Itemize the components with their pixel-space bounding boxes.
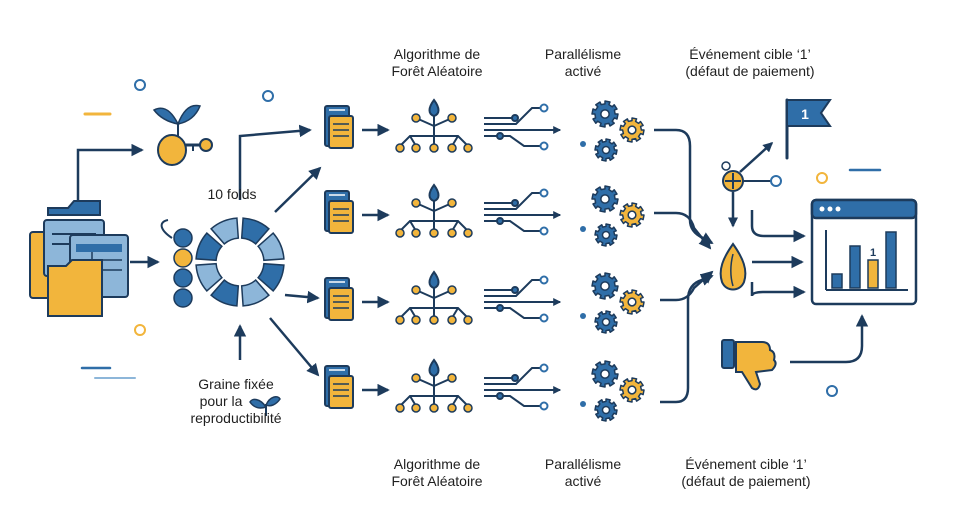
pipeline-row xyxy=(324,358,645,422)
parallelism-label-bottom: Parallélisme activé xyxy=(528,456,638,490)
pipeline-rows xyxy=(324,98,645,422)
arrows-merge xyxy=(654,128,714,404)
decision-tree-icon xyxy=(395,358,473,413)
gear-icon xyxy=(594,310,618,334)
event-label-bottom-line1: Événement cible ‘1’ xyxy=(685,456,807,472)
event-label-top-line2: (défaut de paiement) xyxy=(685,63,815,79)
parallelism-label-top-line1: Parallélisme xyxy=(544,46,622,62)
flag-number: 1 xyxy=(801,106,809,122)
ring-segment xyxy=(257,262,285,292)
gear-icon xyxy=(619,202,645,228)
document-icon xyxy=(324,190,354,234)
circuit-lines-icon xyxy=(484,275,562,323)
algorithm-label-top-line2: Forêt Aléatoire xyxy=(391,63,483,79)
parallelism-label-top: Parallélisme activé xyxy=(528,46,638,80)
event-label-bottom-line2: (défaut de paiement) xyxy=(681,473,811,489)
chart-bar xyxy=(867,259,879,289)
bar-data-label: 1 xyxy=(870,247,876,259)
fold-dots xyxy=(160,219,193,308)
gear-icon xyxy=(591,185,619,213)
parallelism-label-top-line2: activé xyxy=(564,63,602,79)
pipeline-row xyxy=(324,270,645,334)
event-label-bottom: Événement cible ‘1’ (défaut de paiement) xyxy=(656,456,836,490)
document-icon xyxy=(324,105,354,149)
chart-bar xyxy=(885,231,897,289)
ring-segment xyxy=(257,232,285,262)
gear-icon xyxy=(594,398,618,422)
ring-segment xyxy=(210,217,240,245)
arrows-files xyxy=(76,143,160,269)
arrows-ring xyxy=(233,124,322,377)
gear-icon xyxy=(594,138,618,162)
thumbs-down-icon xyxy=(721,339,777,391)
folder-stack-icon xyxy=(29,200,129,317)
target-node-icon xyxy=(721,141,782,228)
gear-icon xyxy=(594,223,618,247)
ring-segment xyxy=(195,262,223,292)
gear-icon xyxy=(591,360,619,388)
decision-tree-icon xyxy=(395,183,473,238)
seed-label-line3: reproductibilité xyxy=(190,410,282,426)
gears-icon xyxy=(580,100,645,162)
chart-bar xyxy=(849,245,861,289)
seed-label-line2: pour la xyxy=(199,393,243,409)
ring-segment xyxy=(240,217,270,245)
cross-validation-ring-icon xyxy=(195,217,285,307)
algorithm-label-bottom: Algorithme de Forêt Aléatoire xyxy=(362,456,512,490)
event-label-top: Événement cible ‘1’ (défaut de paiement) xyxy=(660,46,840,80)
ring-segment xyxy=(210,279,240,307)
ring-segment xyxy=(195,232,223,262)
arrows-to-chart xyxy=(750,210,869,364)
seed-label-line1: Graine fixée xyxy=(198,376,274,392)
gear-icon xyxy=(619,377,645,403)
parallelism-label-bottom-line1: Parallélisme xyxy=(544,456,622,472)
seed-key-icon xyxy=(152,104,213,166)
flag-icon: 1 xyxy=(785,98,832,160)
pipeline-row xyxy=(324,183,645,247)
gears-icon xyxy=(580,272,645,334)
decor xyxy=(80,79,882,397)
sprout-icon xyxy=(249,396,281,416)
gears-icon xyxy=(580,185,645,247)
ring-segment xyxy=(240,279,270,307)
document-icon xyxy=(324,277,354,321)
algorithm-label-top: Algorithme de Forêt Aléatoire xyxy=(362,46,512,80)
decision-tree-icon xyxy=(395,270,473,325)
gear-icon xyxy=(591,100,619,128)
gear-icon xyxy=(619,289,645,315)
gear-icon xyxy=(619,117,645,143)
gears-icon xyxy=(580,360,645,422)
gear-icon xyxy=(591,272,619,300)
algorithm-label-top-line1: Algorithme de xyxy=(393,46,481,62)
pipeline-row xyxy=(324,98,645,162)
algorithm-label-bottom-line1: Algorithme de xyxy=(393,456,481,472)
chart-bars: 1 xyxy=(831,231,897,289)
seed-label: Graine fixée pour la reproductibilité xyxy=(166,376,306,427)
decision-tree-icon xyxy=(395,98,473,153)
document-icon xyxy=(324,365,354,409)
parallelism-label-bottom-line2: activé xyxy=(564,473,602,489)
folds-label: 10 folds xyxy=(207,186,257,202)
circuit-lines-icon xyxy=(484,188,562,236)
circuit-lines-icon xyxy=(484,363,562,411)
circuit-lines-icon xyxy=(484,103,562,151)
algorithm-label-bottom-line2: Forêt Aléatoire xyxy=(391,473,483,489)
chart-bar xyxy=(831,273,843,289)
seed-drop-icon xyxy=(719,242,747,291)
bar-chart-window-icon: 1 xyxy=(810,198,918,306)
event-label-top-line1: Événement cible ‘1’ xyxy=(689,46,811,62)
